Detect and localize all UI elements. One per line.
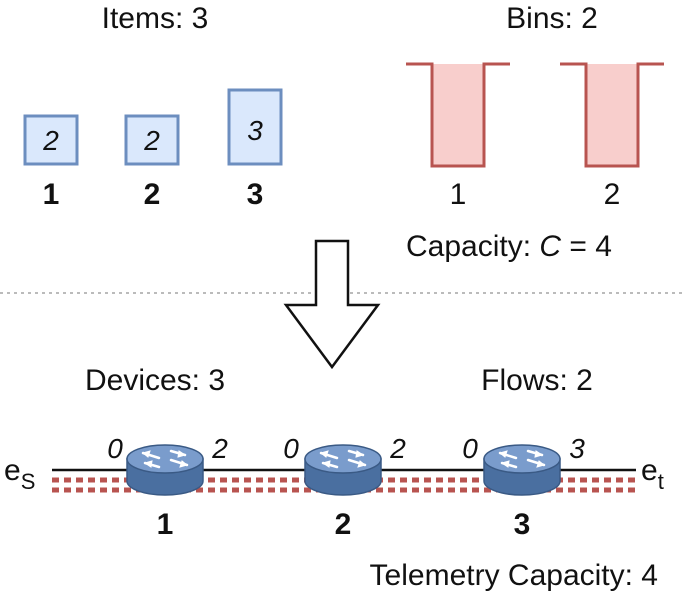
source-subscript: S [21,469,36,494]
device-out-value: 3 [569,433,585,464]
bins-title: Bins: 2 [506,2,598,35]
transformation-arrow-icon [283,239,381,370]
source-endpoint: eS [4,454,35,494]
item-label: 2 [144,178,161,211]
capacity-text: Capacity: C = 4 [406,230,612,263]
flows-title: Flows: 2 [481,364,593,397]
capacity-prefix: Capacity: [406,230,539,263]
capacity-var: C [539,230,561,263]
device-out-value: 2 [211,433,228,464]
item-label: 1 [43,178,60,211]
source-label: e [4,454,21,487]
device-in-value: 0 [462,433,478,464]
device-out-value: 2 [389,433,406,464]
item-3: 3 3 [227,88,283,211]
router-icon [125,443,205,497]
devices-title: Devices: 3 [85,364,225,397]
device-1: 0 2 1 [107,433,228,541]
bin-label: 1 [450,178,467,211]
item-2: 2 2 [124,114,180,211]
bin-fill [432,64,484,166]
device-in-value: 0 [283,433,299,464]
item-1: 2 1 [23,114,79,211]
item-size: 2 [143,125,160,156]
sink-label: e [641,454,658,487]
items-title: Items: 3 [102,2,209,35]
device-label: 1 [157,508,174,541]
sink-subscript: t [658,469,664,494]
router-icon [303,443,383,497]
item-box [23,114,79,166]
bin-label: 2 [604,178,621,211]
bin-outline [560,62,664,168]
item-size: 2 [42,125,59,156]
device-3: 0 3 3 [462,433,585,541]
device-in-value: 0 [107,433,123,464]
sink-endpoint: et [641,454,664,494]
device-2: 0 2 2 [283,433,406,541]
bin-outline [406,62,510,168]
bin-1: 1 [406,62,510,211]
router-icon [482,443,562,497]
device-label: 2 [335,508,352,541]
item-box [227,88,283,166]
bin-fill [586,64,638,166]
telemetry-capacity: Telemetry Capacity: 4 [370,559,658,592]
device-label: 3 [514,508,531,541]
capacity-suffix: = 4 [561,230,612,263]
item-box [124,114,180,166]
item-label: 3 [247,178,264,211]
bin-2: 2 [560,62,664,211]
item-size: 3 [247,115,263,146]
